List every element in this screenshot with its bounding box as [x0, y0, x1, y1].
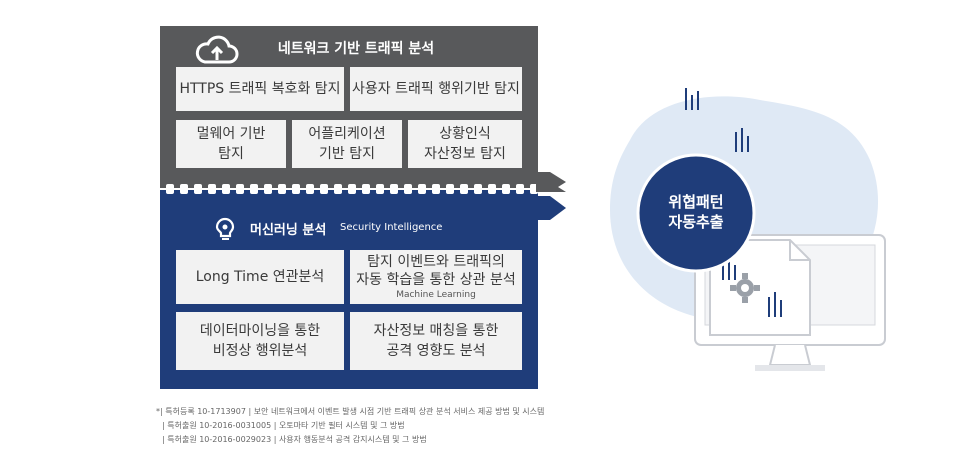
zipper-tooth — [446, 184, 454, 194]
analysis-box-data-mining: 데이터마이닝을 통한 비정상 행위분석 — [176, 312, 344, 370]
zipper-tooth — [166, 184, 174, 194]
zipper-tooth — [376, 184, 384, 194]
feature-label: 사용자 트래픽 행위기반 탐지 — [352, 81, 520, 97]
zipper-tooth — [208, 184, 216, 194]
feature-label: 탐지 — [218, 146, 244, 162]
zipper-tooth — [418, 184, 426, 194]
zipper-tooth — [432, 184, 440, 194]
patent-footnote: *| 특허등록 10-1713907 | 보안 네트워크에서 이벤트 발생 시점… — [156, 407, 545, 416]
feature-label: HTTPS 트래픽 복호화 탐지 — [179, 81, 341, 97]
analysis-label: 탐지 이벤트와 트래픽의 — [367, 254, 505, 270]
feature-box-user-behavior: 사용자 트래픽 행위기반 탐지 — [350, 67, 522, 111]
analysis-box-machine-learning: 탐지 이벤트와 트래픽의 자동 학습을 통한 상관 분석 Machine Lea… — [350, 250, 522, 304]
monitor-gear-icon — [694, 234, 886, 371]
zipper-tooth — [222, 184, 230, 194]
zipper-tooth — [236, 184, 244, 194]
analysis-label: 비정상 행위분석 — [212, 343, 308, 359]
patent-footnote: | 특허출원 10-2016-0031005 | 오토마타 기반 필터 시스템 … — [162, 421, 405, 430]
zipper-tooth — [404, 184, 412, 194]
zipper-tooth — [516, 184, 524, 194]
analysis-label: 공격 영향도 분석 — [386, 343, 486, 359]
zipper-divider — [160, 180, 538, 200]
machine-learning-title: 머신러닝 분석 — [250, 223, 327, 238]
feature-box-application: 어플리케이션 기반 탐지 — [292, 120, 402, 168]
feature-box-asset-context: 상황인식 자산정보 탐지 — [408, 120, 522, 168]
zipper-tooth — [180, 184, 188, 194]
zipper-tooth — [264, 184, 272, 194]
analysis-label: Long Time 연관분석 — [195, 269, 325, 285]
zipper-tooth — [320, 184, 328, 194]
zipper-tooth — [278, 184, 286, 194]
lightbulb-head-icon — [215, 217, 235, 240]
zipper-tooth — [334, 184, 342, 194]
feature-label: 자산정보 탐지 — [424, 146, 506, 162]
patent-footnote: | 특허출원 10-2016-0029023 | 사용자 행동분석 공격 감지시… — [162, 435, 427, 444]
feature-label: 기반 탐지 — [319, 146, 375, 162]
zipper-tooth — [194, 184, 202, 194]
feature-label: 멀웨어 기반 — [196, 126, 266, 142]
zipper-tooth — [306, 184, 314, 194]
data-bars-icon — [685, 88, 782, 317]
threat-pattern-badge-label: 위협패턴 자동추출 — [640, 192, 752, 232]
analysis-label: 데이터마이닝을 통한 — [199, 323, 321, 339]
analysis-box-asset-matching: 자산정보 매칭을 통한 공격 영향도 분석 — [350, 312, 522, 370]
zipper-tooth — [460, 184, 468, 194]
zipper-tooth — [348, 184, 356, 194]
badge-line: 위협패턴 — [668, 193, 724, 211]
zipper-tooth — [250, 184, 258, 194]
analysis-label: 자산정보 매칭을 통한 — [373, 323, 499, 339]
zipper-tooth — [488, 184, 496, 194]
feature-box-https: HTTPS 트래픽 복호화 탐지 — [176, 67, 344, 111]
feature-label: 상황인식 — [439, 126, 491, 142]
feature-label: 어플리케이션 — [308, 126, 386, 142]
network-analysis-title: 네트워크 기반 트래픽 분석 — [277, 41, 435, 57]
feature-box-malware: 멀웨어 기반 탐지 — [176, 120, 286, 168]
zipper-tooth — [292, 184, 300, 194]
zipper-tooth — [502, 184, 510, 194]
zipper-tooth — [362, 184, 370, 194]
threat-pattern-badge — [636, 153, 756, 273]
badge-line: 자동추출 — [668, 213, 724, 231]
analysis-label: 자동 학습을 통한 상관 분석 — [356, 272, 516, 288]
machine-learning-subtitle: Security Intelligence — [340, 222, 443, 233]
cloud-upload-icon — [195, 35, 239, 64]
zipper-tooth — [474, 184, 482, 194]
threat-pattern-illustration — [610, 88, 886, 371]
arrow-right-icon — [536, 172, 566, 220]
analysis-sublabel: Machine Learning — [396, 290, 476, 300]
zipper-tooth — [390, 184, 398, 194]
analysis-box-long-time: Long Time 연관분석 — [176, 250, 344, 304]
